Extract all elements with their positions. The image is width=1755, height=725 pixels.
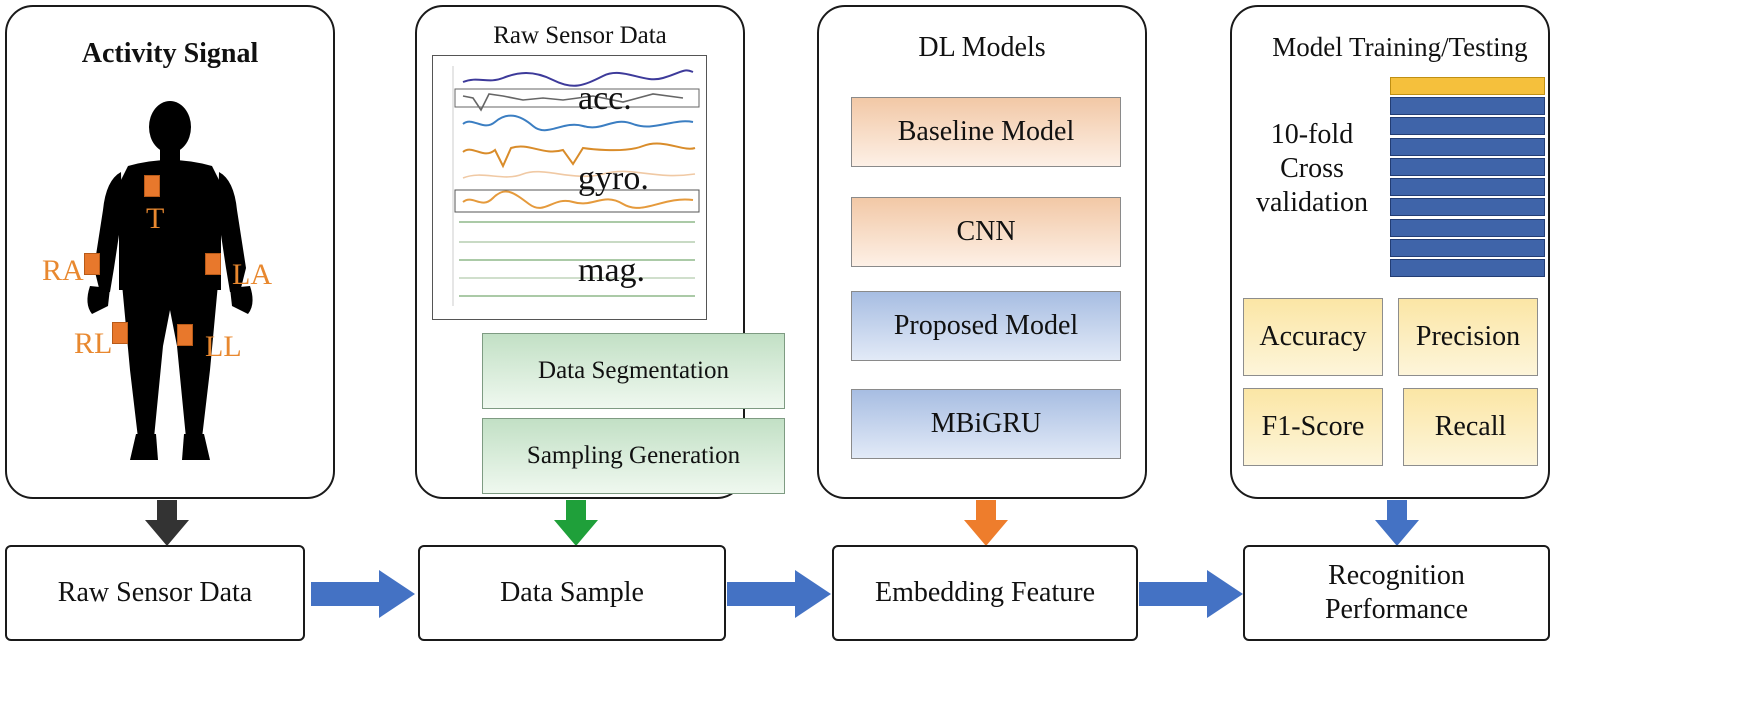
arrow-down-blue: [1375, 500, 1419, 546]
sensor-ra: [84, 253, 100, 275]
arrow-down-black: [145, 500, 189, 546]
dl-models-title: DL Models: [918, 32, 1046, 63]
sensor-rl: [112, 322, 128, 344]
model-training-title: Model Training/Testing: [1272, 32, 1528, 62]
sensor-signal-plot: [432, 55, 707, 320]
data-segmentation-box: Data Segmentation: [482, 333, 785, 409]
model-mbigru: MBiGRU: [851, 389, 1121, 459]
fold-train: [1390, 219, 1545, 237]
stage-recognition-line-1: Recognition: [1328, 560, 1465, 591]
fold-train: [1390, 198, 1545, 216]
sensor-label-ll: LL: [205, 330, 242, 363]
human-body-icon: [87, 101, 253, 460]
stage-raw-sensor-data: Raw Sensor Data: [5, 545, 305, 641]
stage-recognition-line-2: Performance: [1324, 594, 1469, 625]
arrow-right-3: [1139, 570, 1243, 618]
activity-signal-title: Activity Signal: [81, 38, 259, 69]
sensor-label-rl: RL: [74, 327, 113, 360]
signal-label-acc: acc.: [578, 80, 632, 117]
stage-embedding-feature: Embedding Feature: [832, 545, 1138, 641]
sensor-la: [205, 253, 221, 275]
raw-sensor-data-title: Raw Sensor Data: [493, 22, 667, 49]
fold-train: [1390, 117, 1545, 135]
metric-f1-score: F1-Score: [1243, 388, 1383, 466]
metric-accuracy: Accuracy: [1243, 298, 1383, 376]
fold-train: [1390, 239, 1545, 257]
model-cnn: CNN: [851, 197, 1121, 267]
sensor-ll: [177, 324, 193, 346]
metric-precision: Precision: [1398, 298, 1538, 376]
fold-train: [1390, 178, 1545, 196]
sampling-generation-box: Sampling Generation: [482, 418, 785, 494]
sensor-label-ra: RA: [42, 254, 84, 287]
fold-train: [1390, 259, 1545, 277]
fold-test: [1390, 77, 1545, 95]
cv-line-1: 10-fold: [1270, 119, 1354, 150]
stage-recognition-performance: Recognition Performance: [1243, 545, 1550, 641]
signal-label-mag: mag.: [578, 252, 646, 289]
fold-train: [1390, 97, 1545, 115]
arrow-right-1: [311, 570, 415, 618]
arrow-right-2: [727, 570, 831, 618]
fold-train: [1390, 158, 1545, 176]
metric-recall: Recall: [1403, 388, 1538, 466]
cv-line-2: Cross: [1280, 153, 1344, 184]
model-baseline: Baseline Model: [851, 97, 1121, 167]
signal-label-gyro: gyro.: [578, 160, 649, 197]
sensor-t: [144, 175, 160, 197]
cv-line-3: validation: [1256, 187, 1368, 218]
sensor-label-t: T: [146, 202, 165, 235]
sensor-label-la: LA: [232, 258, 272, 291]
stage-data-sample: Data Sample: [418, 545, 726, 641]
model-proposed: Proposed Model: [851, 291, 1121, 361]
arrow-down-orange: [964, 500, 1008, 546]
fold-train: [1390, 138, 1545, 156]
arrow-down-green: [554, 500, 598, 546]
cv-label: 10-fold Cross validation: [1242, 118, 1382, 220]
